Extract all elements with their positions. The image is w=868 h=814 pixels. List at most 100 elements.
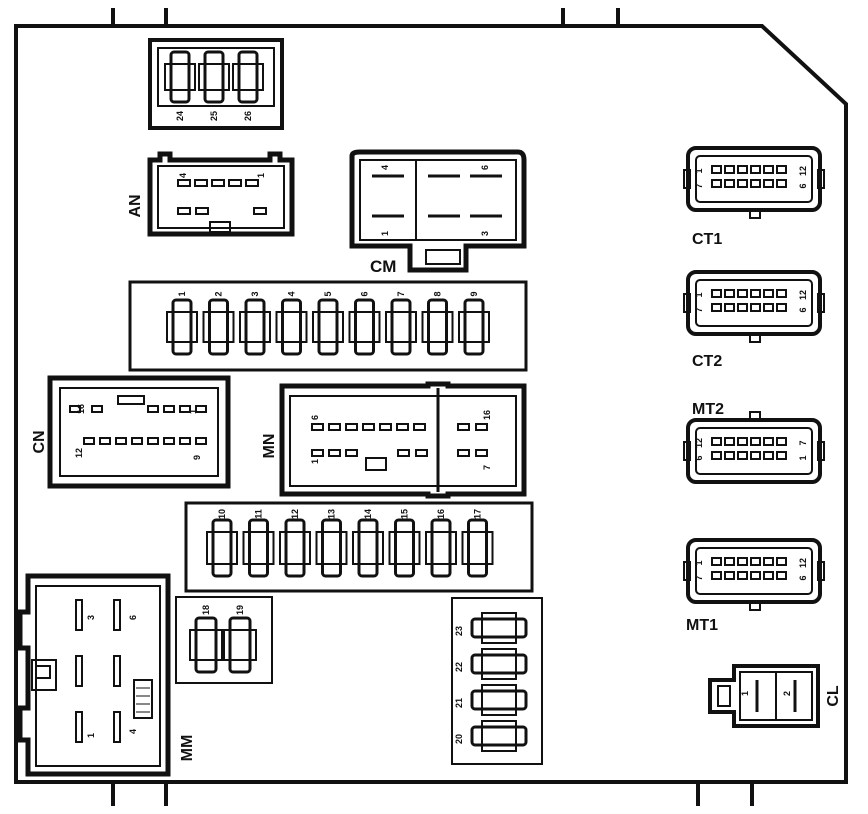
fuse-box-outline bbox=[14, 24, 848, 784]
label-ct2: CT2 bbox=[692, 353, 722, 370]
label-cn: CN bbox=[31, 430, 48, 453]
pin-label: 8 bbox=[433, 291, 443, 296]
label-ct1: CT1 bbox=[692, 231, 722, 248]
fuse: 25 bbox=[198, 50, 230, 121]
fuse: 13 bbox=[315, 509, 348, 578]
pin-label: 4 bbox=[287, 291, 297, 296]
fuse: 15 bbox=[388, 509, 421, 578]
pin-label: 2 bbox=[782, 691, 792, 696]
pin-label: 13 bbox=[327, 509, 337, 519]
fuse: 6 bbox=[348, 291, 381, 356]
fuse: 22 bbox=[454, 648, 528, 680]
pin-label: 1 bbox=[188, 409, 198, 414]
connector-cl bbox=[708, 664, 820, 728]
fuse: 21 bbox=[454, 684, 528, 716]
pin-label: 6 bbox=[480, 165, 490, 170]
pin-label: 21 bbox=[454, 698, 464, 708]
fuse-block-24-26: 24 25 26 bbox=[148, 38, 284, 130]
fuse-block-20-23: 23 22 21 20 bbox=[451, 597, 543, 765]
connector-mm bbox=[17, 573, 171, 777]
pin-label: 1 bbox=[740, 691, 750, 696]
pin-label: 1 bbox=[256, 173, 266, 178]
pin-label: 9 bbox=[192, 455, 202, 460]
pin-label: 6 bbox=[310, 415, 320, 420]
fuse: 9 bbox=[458, 291, 490, 356]
pin-label: 1 bbox=[310, 459, 320, 464]
pin-label: 7 bbox=[694, 307, 704, 312]
pin-label: 17 bbox=[473, 509, 483, 519]
pin-label: 7 bbox=[694, 183, 704, 188]
connector-mt1: 1 7 12 6 bbox=[683, 538, 825, 611]
pin-label: 6 bbox=[798, 183, 808, 188]
pin-label: 24 bbox=[175, 111, 185, 121]
pin-label: 7 bbox=[396, 291, 406, 296]
connector-cm bbox=[349, 149, 527, 273]
pin-label: 16 bbox=[482, 410, 492, 420]
connector-mn bbox=[279, 381, 527, 499]
pin-label: 1 bbox=[380, 231, 390, 236]
pin-label: 3 bbox=[250, 291, 260, 296]
fuse: 23 bbox=[454, 612, 528, 644]
label-mm: MM bbox=[179, 735, 196, 762]
pin-label: 9 bbox=[469, 291, 479, 296]
connector-cn bbox=[47, 375, 231, 489]
pin-label: 1 bbox=[694, 292, 704, 297]
fuse: 3 bbox=[239, 291, 271, 356]
fuse: 19 bbox=[223, 605, 257, 674]
label-mt1: MT1 bbox=[686, 617, 718, 634]
fuse: 14 bbox=[352, 509, 384, 578]
pin-label: 10 bbox=[217, 509, 227, 519]
fuse: 17 bbox=[461, 509, 494, 578]
fuse: 18 bbox=[189, 605, 223, 674]
pin-label: 4 bbox=[178, 173, 188, 178]
pin-label: 12 bbox=[798, 290, 808, 300]
fuse: 7 bbox=[385, 291, 417, 356]
pin-label: 3 bbox=[480, 231, 490, 236]
fuse: 12 bbox=[279, 509, 311, 578]
pin-label: 12 bbox=[798, 558, 808, 568]
label-mn: MN bbox=[261, 434, 278, 459]
pin-label: 6 bbox=[798, 575, 808, 580]
pin-label: 16 bbox=[76, 404, 86, 414]
pin-label: 1 bbox=[86, 733, 96, 738]
fuse: 10 bbox=[206, 509, 238, 578]
pin-label: 12 bbox=[290, 509, 300, 519]
label-cm: CM bbox=[370, 257, 396, 276]
fuse: 4 bbox=[275, 291, 308, 356]
pin-label: 22 bbox=[454, 662, 464, 672]
pin-label: 12 bbox=[694, 438, 704, 448]
fuse: 11 bbox=[242, 509, 275, 578]
pin-label: 4 bbox=[128, 729, 138, 734]
connector-an bbox=[147, 151, 295, 237]
pin-label: 3 bbox=[86, 615, 96, 620]
pin-label: 12 bbox=[798, 166, 808, 176]
fuse: 26 bbox=[232, 50, 264, 121]
fuse: 20 bbox=[454, 720, 528, 752]
label-cl: CL bbox=[825, 685, 842, 707]
pin-label: 6 bbox=[798, 307, 808, 312]
pin-label: 16 bbox=[436, 509, 446, 519]
pin-label: 11 bbox=[254, 509, 264, 519]
pin-label: 1 bbox=[177, 291, 187, 296]
pin-label: 7 bbox=[694, 575, 704, 580]
fuse: 16 bbox=[425, 509, 457, 578]
pin-label: 26 bbox=[243, 111, 253, 121]
pin-label: 7 bbox=[798, 440, 808, 445]
pin-label: 7 bbox=[482, 465, 492, 470]
pin-label: 12 bbox=[74, 448, 84, 458]
pin-label: 20 bbox=[454, 734, 464, 744]
fuse: 24 bbox=[164, 50, 196, 121]
pin-label: 6 bbox=[128, 615, 138, 620]
fuse: 2 bbox=[202, 291, 235, 356]
pin-label: 1 bbox=[694, 560, 704, 565]
pin-label: 6 bbox=[360, 291, 370, 296]
pin-label: 19 bbox=[235, 605, 245, 615]
fuse: 8 bbox=[421, 291, 454, 356]
pin-label: 4 bbox=[380, 165, 390, 170]
pin-label: 25 bbox=[209, 111, 219, 121]
pin-label: 6 bbox=[694, 455, 704, 460]
